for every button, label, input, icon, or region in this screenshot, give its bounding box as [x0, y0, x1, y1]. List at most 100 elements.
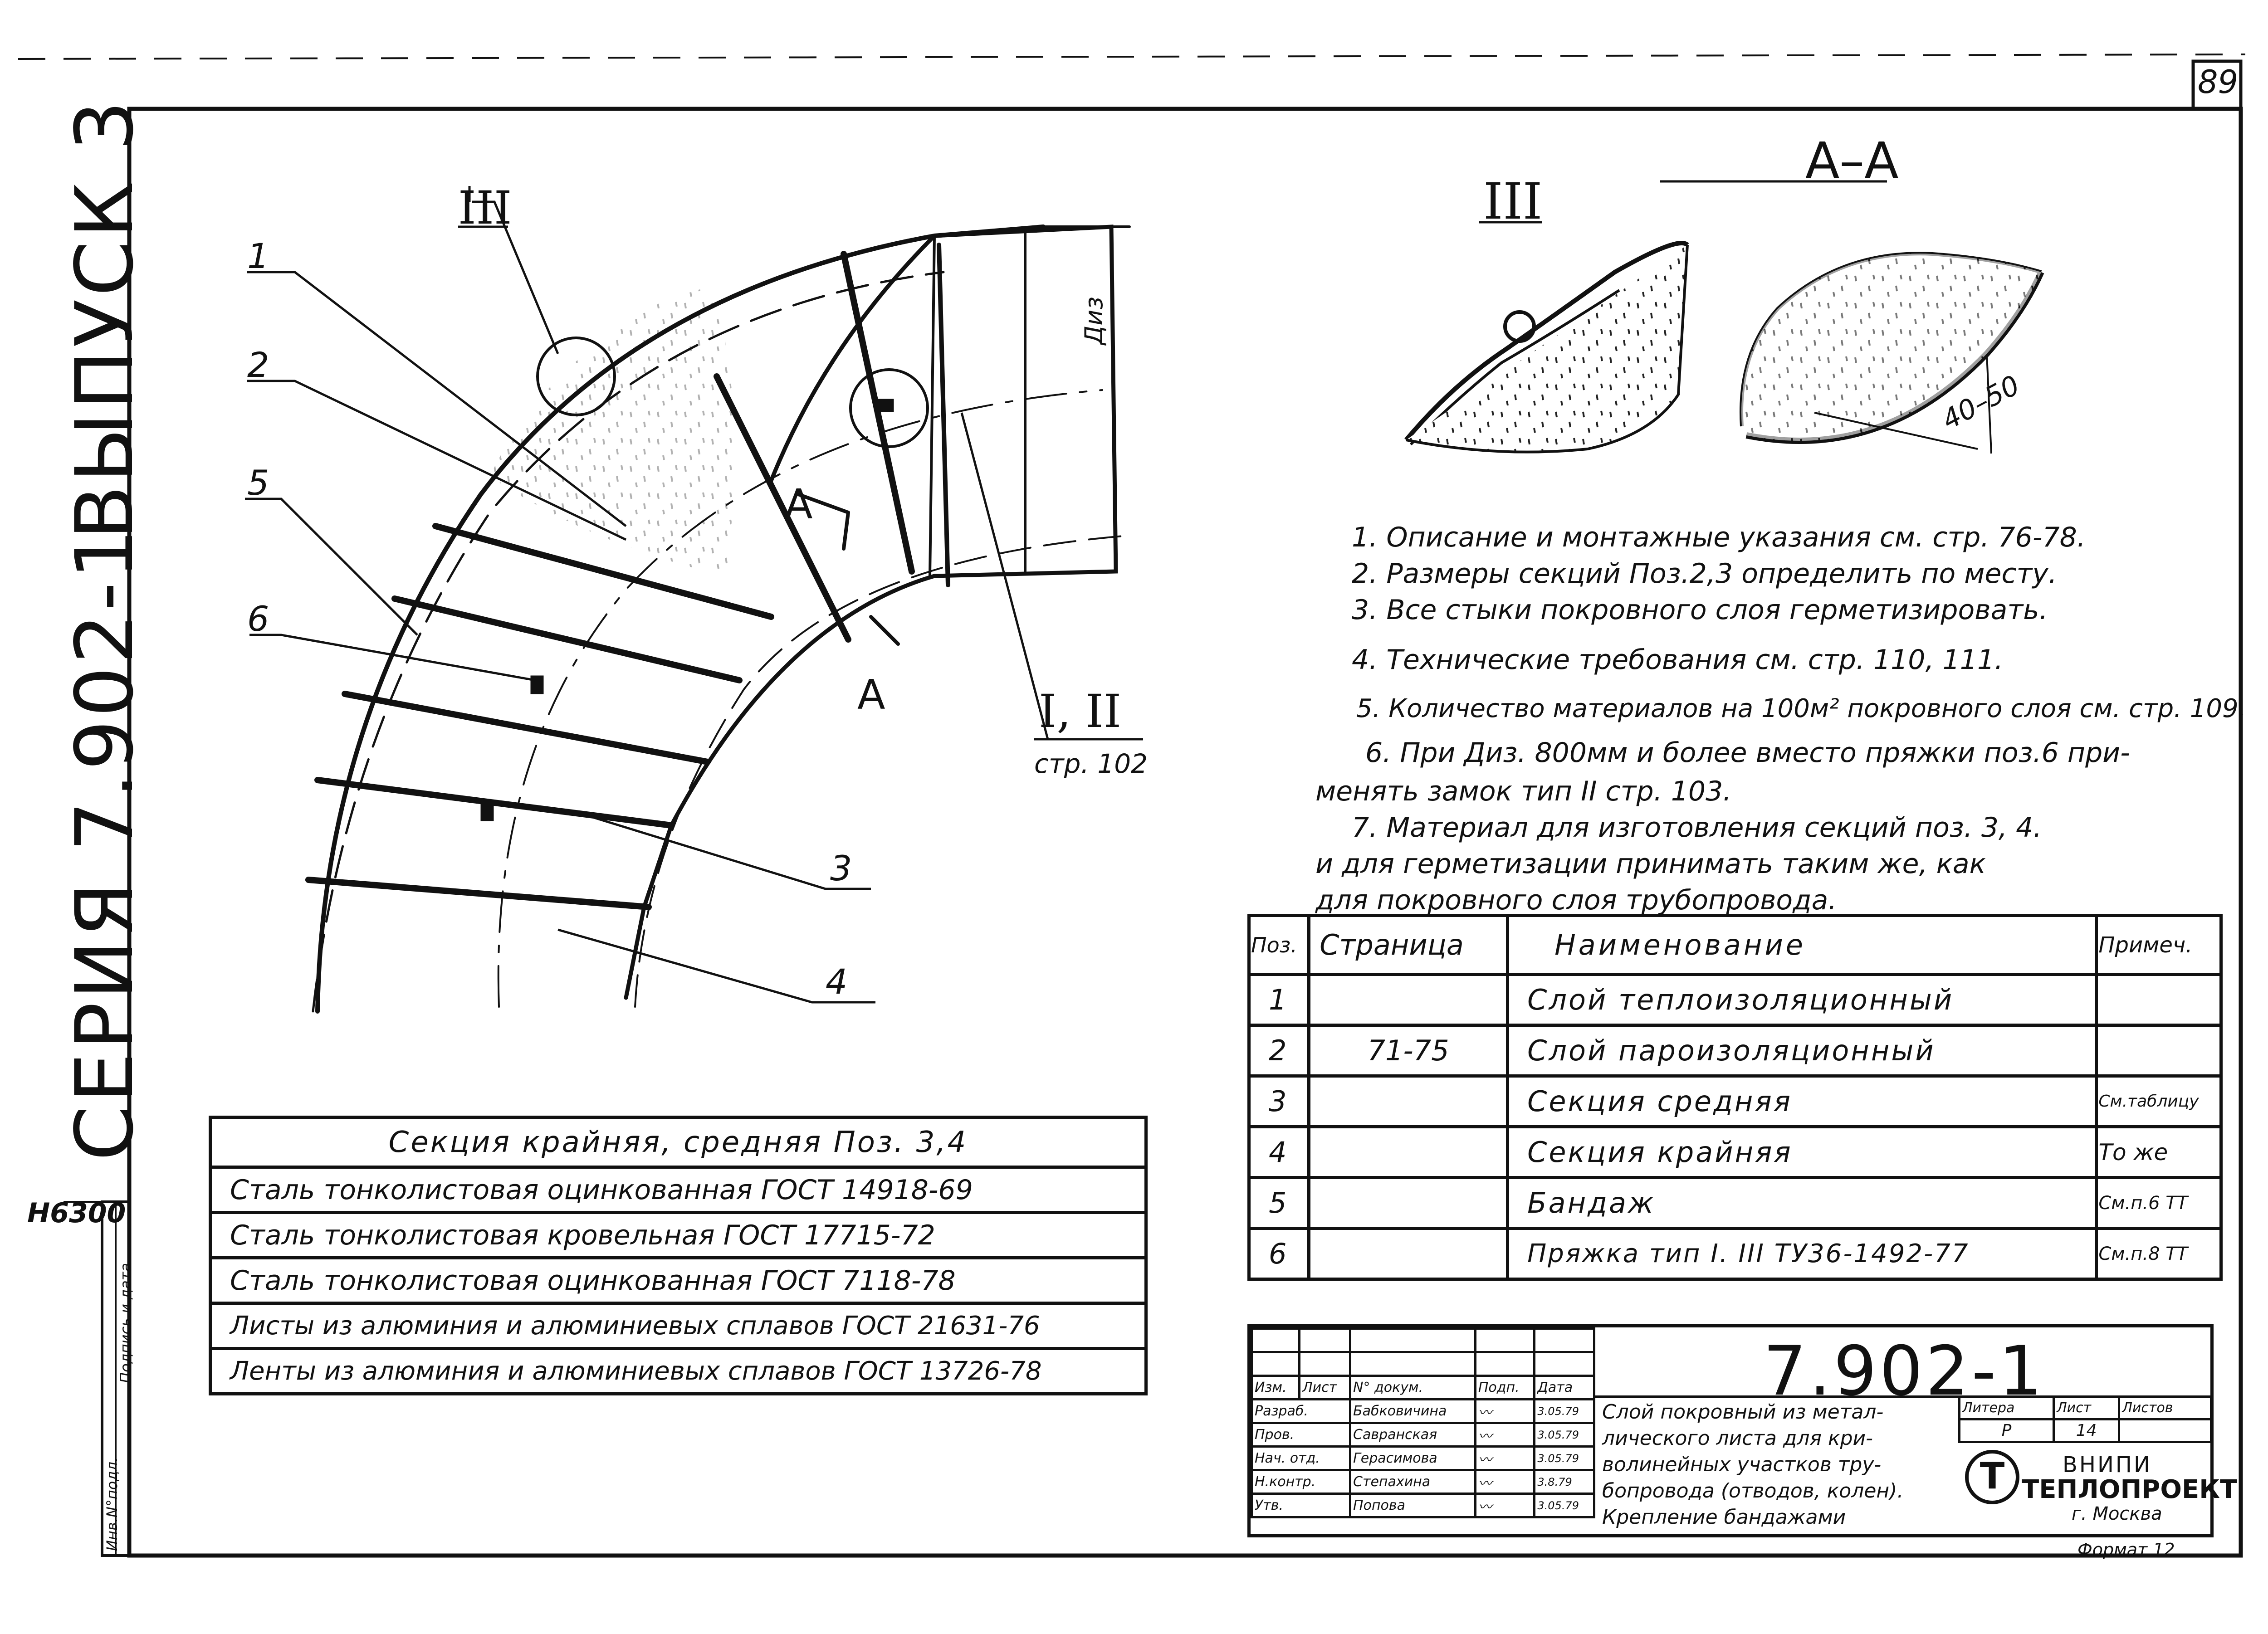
note-line: и для герметизации принимать таким же, к… — [1315, 848, 1986, 880]
approval-header: Лист — [1298, 1375, 1352, 1400]
approval-grid: Изм. Лист N° докум. Подп. Дата Разраб. Б… — [1250, 1327, 1595, 1518]
spec-header-name: Наименование — [1506, 914, 2098, 976]
description-line: лического листа для кри- — [1602, 1427, 1873, 1450]
materials-cell: Ленты из алюминия и алюминиевых сплавов … — [209, 1347, 1148, 1395]
detail-III-drawing — [1404, 241, 1689, 454]
approval-name: Герасимова — [1349, 1445, 1476, 1471]
spec-row: 6 Пряжка тип I. III ТУ36-1492-77 См.п.8 … — [1247, 1227, 2223, 1281]
callout-1: 1 — [247, 236, 269, 276]
buckle-marker — [875, 399, 894, 412]
spec-cell-note: См.п.6 ТТ — [2095, 1176, 2223, 1230]
approval-role: Нач. отд. — [1250, 1445, 1352, 1471]
signature: 〰 — [1474, 1493, 1536, 1518]
series-vertical: СЕРИЯ 7.902-1 — [59, 526, 151, 1161]
detail-circle-III — [536, 337, 616, 416]
elbow-dashed-outline — [634, 534, 1135, 1008]
spec-header-page: Страница — [1307, 914, 1510, 976]
spec-cell-note: См.п.8 ТТ — [2095, 1227, 2223, 1281]
materials-row: Листы из алюминия и алюминиевых сплавов … — [209, 1302, 1148, 1350]
issue-vertical: ВЫПУСК 3 — [59, 98, 151, 540]
note-line: 2. Размеры секций Поз.2,3 определить по … — [1352, 558, 2057, 590]
spec-cell-name: Секция средняя — [1506, 1074, 2098, 1128]
spec-cell-name: Бандаж — [1506, 1176, 2098, 1230]
spec-cell-note — [2095, 973, 2223, 1027]
stage-header: Лист — [2053, 1395, 2121, 1420]
description-line: бопровода (отводов, колен). — [1602, 1479, 1904, 1502]
section-AA-title: А–А — [1805, 132, 1899, 190]
title-block: Изм. Лист N° докум. Подп. Дата Разраб. Б… — [1247, 1324, 2237, 1537]
note-line: менять замок тип II стр. 103. — [1315, 776, 1732, 807]
detail-circle-I-II — [849, 368, 929, 448]
approval-row: Нач. отд. Герасимова 〰 3.05.79 — [1250, 1445, 1595, 1471]
approval-header: N° докум. — [1349, 1375, 1476, 1400]
callout-3: 3 — [830, 848, 852, 888]
materials-row: Сталь тонколистовая оцинкованная ГОСТ 14… — [209, 1166, 1148, 1214]
spec-cell-note: То же — [2095, 1125, 2223, 1179]
materials-cell: Листы из алюминия и алюминиевых сплавов … — [209, 1302, 1148, 1350]
spec-row: 4 Секция крайняя То же — [1247, 1125, 2223, 1179]
spec-cell-note — [2095, 1024, 2223, 1078]
approval-name: Попова — [1349, 1493, 1476, 1518]
callout-6: 6 — [247, 599, 269, 639]
spec-cell-pos: 6 — [1247, 1227, 1311, 1281]
spec-row: 5 Бандаж См.п.6 ТТ — [1247, 1176, 2223, 1230]
reference-page: стр. 102 — [1034, 748, 1148, 779]
callout-I-II: I, II — [1039, 685, 1122, 738]
format-label: Формат 12 — [2077, 1540, 2175, 1560]
approval-row: Разраб. Бабковичина 〰 3.05.79 — [1250, 1398, 1595, 1424]
materials-title: Секция крайняя, средняя Поз. 3,4 — [209, 1116, 1148, 1169]
approval-role: Разраб. — [1250, 1398, 1352, 1424]
spec-cell-page — [1307, 973, 1510, 1027]
stage-value: Р — [1958, 1418, 2055, 1443]
signature: 〰 — [1474, 1422, 1536, 1448]
org-city: г. Москва — [2072, 1503, 2162, 1524]
materials-row: Сталь тонколистовая кровельная ГОСТ 1771… — [209, 1211, 1148, 1259]
approval-row: Н.контр. Степахина 〰 3.8.79 — [1250, 1469, 1595, 1495]
spec-header-row: Поз. Страница Наименование Примеч. — [1247, 914, 2223, 976]
approval-header: Подп. — [1474, 1375, 1536, 1400]
approval-row: Утв. Попова 〰 3.05.79 — [1250, 1493, 1595, 1518]
spec-row: 3 Секция средняя См.таблицу — [1247, 1074, 2223, 1128]
buckle-marker — [480, 802, 494, 821]
note-line: 5. Количество материалов на 100м² покров… — [1356, 694, 2247, 723]
stage-table: Литера Лист Листов Р 14 — [1958, 1395, 2212, 1443]
inventory-number: Н6300 — [27, 1197, 126, 1229]
org-name-line1: ВНИПИ — [2063, 1452, 2152, 1478]
signature: 〰 — [1474, 1445, 1536, 1471]
side-stamp-label: Подпись и дата — [117, 1263, 134, 1383]
spec-cell-page — [1307, 1125, 1510, 1179]
materials-cell: Сталь тонколистовая оцинкованная ГОСТ 14… — [209, 1166, 1148, 1214]
materials-cell: Сталь тонколистовая оцинкованная ГОСТ 71… — [209, 1256, 1148, 1305]
spec-header-pos: Поз. — [1247, 914, 1311, 976]
spec-cell-pos: 4 — [1247, 1125, 1311, 1179]
spec-cell-page — [1307, 1227, 1510, 1281]
drawing-description: Слой покровный из метал- лического листа… — [1602, 1399, 1903, 1531]
side-stamp-label: Инв.N°подл. — [103, 1457, 121, 1551]
bandage-straps — [305, 243, 950, 910]
note-line: 7. Материал для изготовления секций поз.… — [1352, 812, 2042, 844]
approval-name: Савранская — [1349, 1422, 1476, 1448]
callout-4: 4 — [826, 961, 848, 1002]
stage-header: Литера — [1958, 1395, 2055, 1420]
approval-role: Пров. — [1250, 1422, 1352, 1448]
note-line: 6. При Диз. 800мм и более вместо пряжки … — [1365, 737, 2130, 769]
approval-row: Пров. Савранская 〰 3.05.79 — [1250, 1422, 1595, 1448]
approval-header: Дата — [1533, 1375, 1595, 1400]
title-underlines — [458, 221, 1542, 741]
approval-date: 3.8.79 — [1533, 1469, 1595, 1495]
spec-cell-name: Секция крайняя — [1506, 1125, 2098, 1179]
section-cut-marks — [797, 493, 900, 646]
spec-cell-page — [1307, 1176, 1510, 1230]
description-line: Слой покровный из метал- — [1602, 1400, 1884, 1424]
callout-section-A-bottom: А — [857, 671, 885, 719]
approval-name: Бабковичина — [1349, 1398, 1476, 1424]
callout-2: 2 — [247, 345, 269, 385]
description-line: волинейных участков тру- — [1602, 1453, 1882, 1476]
callout-III: III — [458, 181, 512, 234]
spec-header-note: Примеч. — [2095, 914, 2223, 976]
spec-cell-pos: 3 — [1247, 1074, 1311, 1128]
materials-row: Сталь тонколистовая оцинкованная ГОСТ 71… — [209, 1256, 1148, 1305]
detail-III-title: III — [1483, 172, 1543, 230]
org-name-line2: ТЕПЛОПРОЕКТ — [2022, 1475, 2238, 1504]
